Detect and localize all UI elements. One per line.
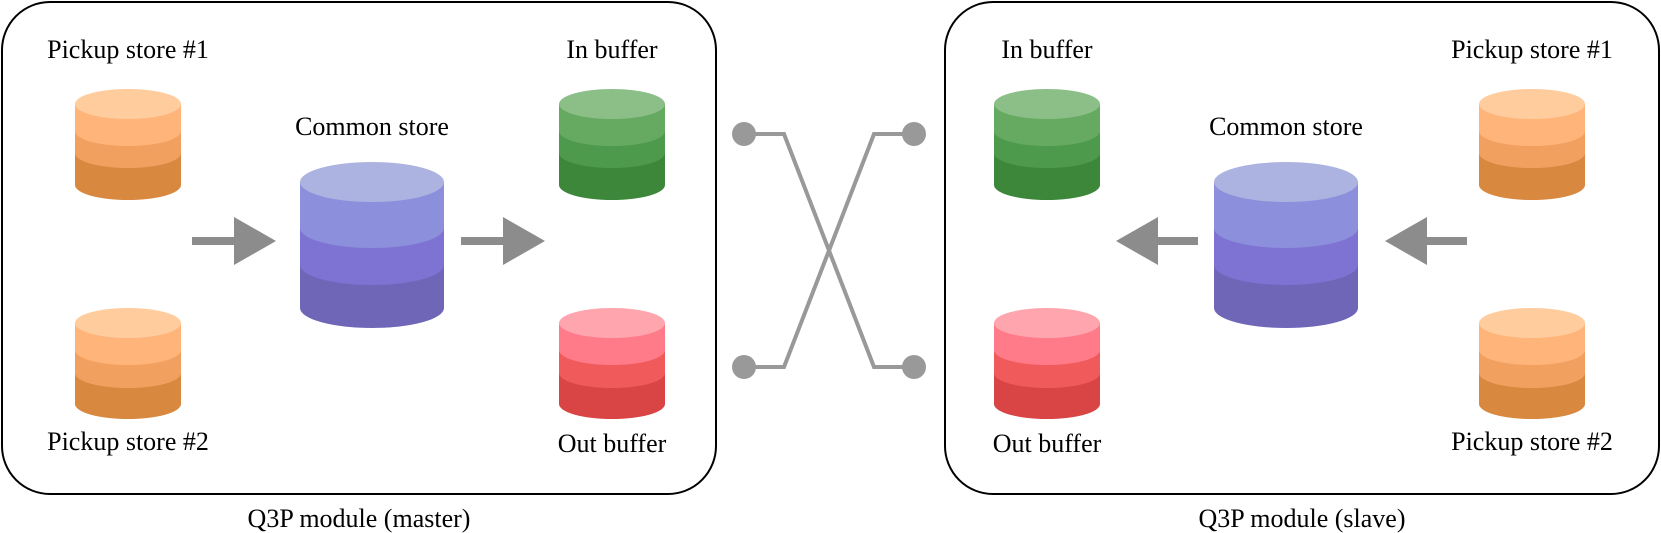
master-caption: Q3P module (master): [248, 504, 471, 533]
slave-arrow-pickup-to-common: [1385, 217, 1467, 265]
slave-in-buffer: [994, 89, 1100, 200]
slave-outbuf-label: Out buffer: [993, 429, 1102, 458]
connector-node: [902, 122, 926, 146]
slave-pickup-store-1: [1479, 89, 1585, 200]
slave-common-label: Common store: [1209, 112, 1363, 141]
master-pickup-store-2: [75, 308, 181, 419]
slave-pickup1-label: Pickup store #1: [1451, 35, 1613, 64]
module-master: Pickup store #1 Pickup store #2 Common s…: [1, 1, 717, 495]
slave-caption: Q3P module (slave): [1199, 504, 1406, 533]
slave-pickup2-label: Pickup store #2: [1451, 427, 1613, 456]
master-arrow-common-to-buffer: [461, 217, 545, 265]
connector-node: [902, 355, 926, 379]
slave-inbuf-label: In buffer: [1001, 35, 1093, 64]
connector-node: [732, 122, 756, 146]
master-out-buffer: [559, 308, 665, 419]
master-outbuf-label: Out buffer: [558, 429, 667, 458]
slave-common-store: [1214, 162, 1358, 328]
master-common-store: [300, 162, 444, 328]
module-slave: In buffer Out buffer Common store Pickup…: [944, 1, 1660, 495]
master-in-buffer: [559, 89, 665, 200]
master-inbuf-label: In buffer: [566, 35, 658, 64]
connector-node: [732, 355, 756, 379]
slave-out-buffer: [994, 308, 1100, 419]
module-slave-frame: [944, 1, 1660, 495]
master-arrow-pickup-to-common: [192, 217, 276, 265]
master-pickup2-label: Pickup store #2: [47, 427, 209, 456]
master-pickup-store-1: [75, 89, 181, 200]
slave-arrow-common-to-buffer: [1116, 217, 1198, 265]
master-common-label: Common store: [295, 112, 449, 141]
master-pickup1-label: Pickup store #1: [47, 35, 209, 64]
cross-connector: [744, 132, 914, 369]
module-master-frame: [1, 1, 717, 495]
slave-pickup-store-2: [1479, 308, 1585, 419]
